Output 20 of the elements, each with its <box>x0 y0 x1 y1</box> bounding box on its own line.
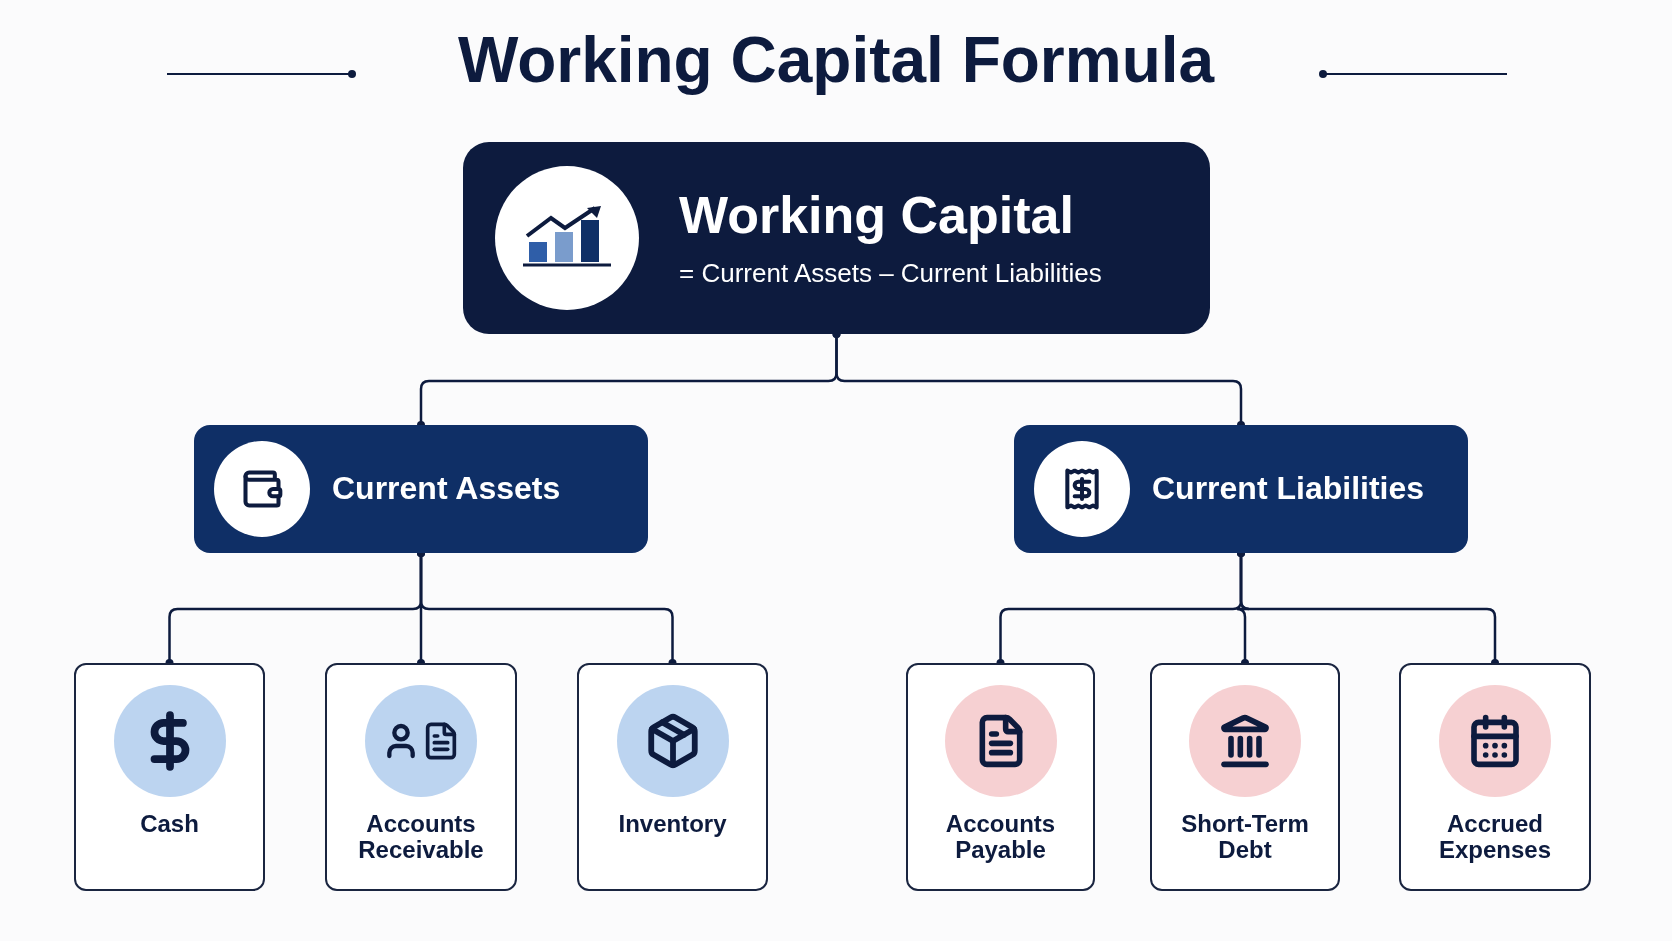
category-label: Current Liabilities <box>1152 471 1425 507</box>
category-box <box>194 425 648 553</box>
title: Working Capital Formula <box>457 24 1215 96</box>
category-label: Current Assets <box>332 471 561 507</box>
item-card <box>74 663 265 891</box>
category-box <box>1014 425 1468 553</box>
item-label: Cash <box>139 811 200 838</box>
item-label: Inventory <box>617 811 728 838</box>
item-card <box>577 663 768 891</box>
item-card <box>325 663 517 891</box>
item-card <box>906 663 1095 891</box>
item-label: Short-Term Debt <box>1180 811 1310 864</box>
formula-text: = Current Assets – Current Liabilities <box>679 258 1102 290</box>
item-card <box>1399 663 1591 891</box>
box-heading: Working Capital <box>679 186 1075 244</box>
item-label: Accrued Expenses <box>1437 811 1553 864</box>
item-label: Accounts Receivable <box>357 811 485 864</box>
formula-box <box>463 142 1210 334</box>
item-label: Accounts Payable <box>944 811 1057 864</box>
item-card <box>1150 663 1340 891</box>
